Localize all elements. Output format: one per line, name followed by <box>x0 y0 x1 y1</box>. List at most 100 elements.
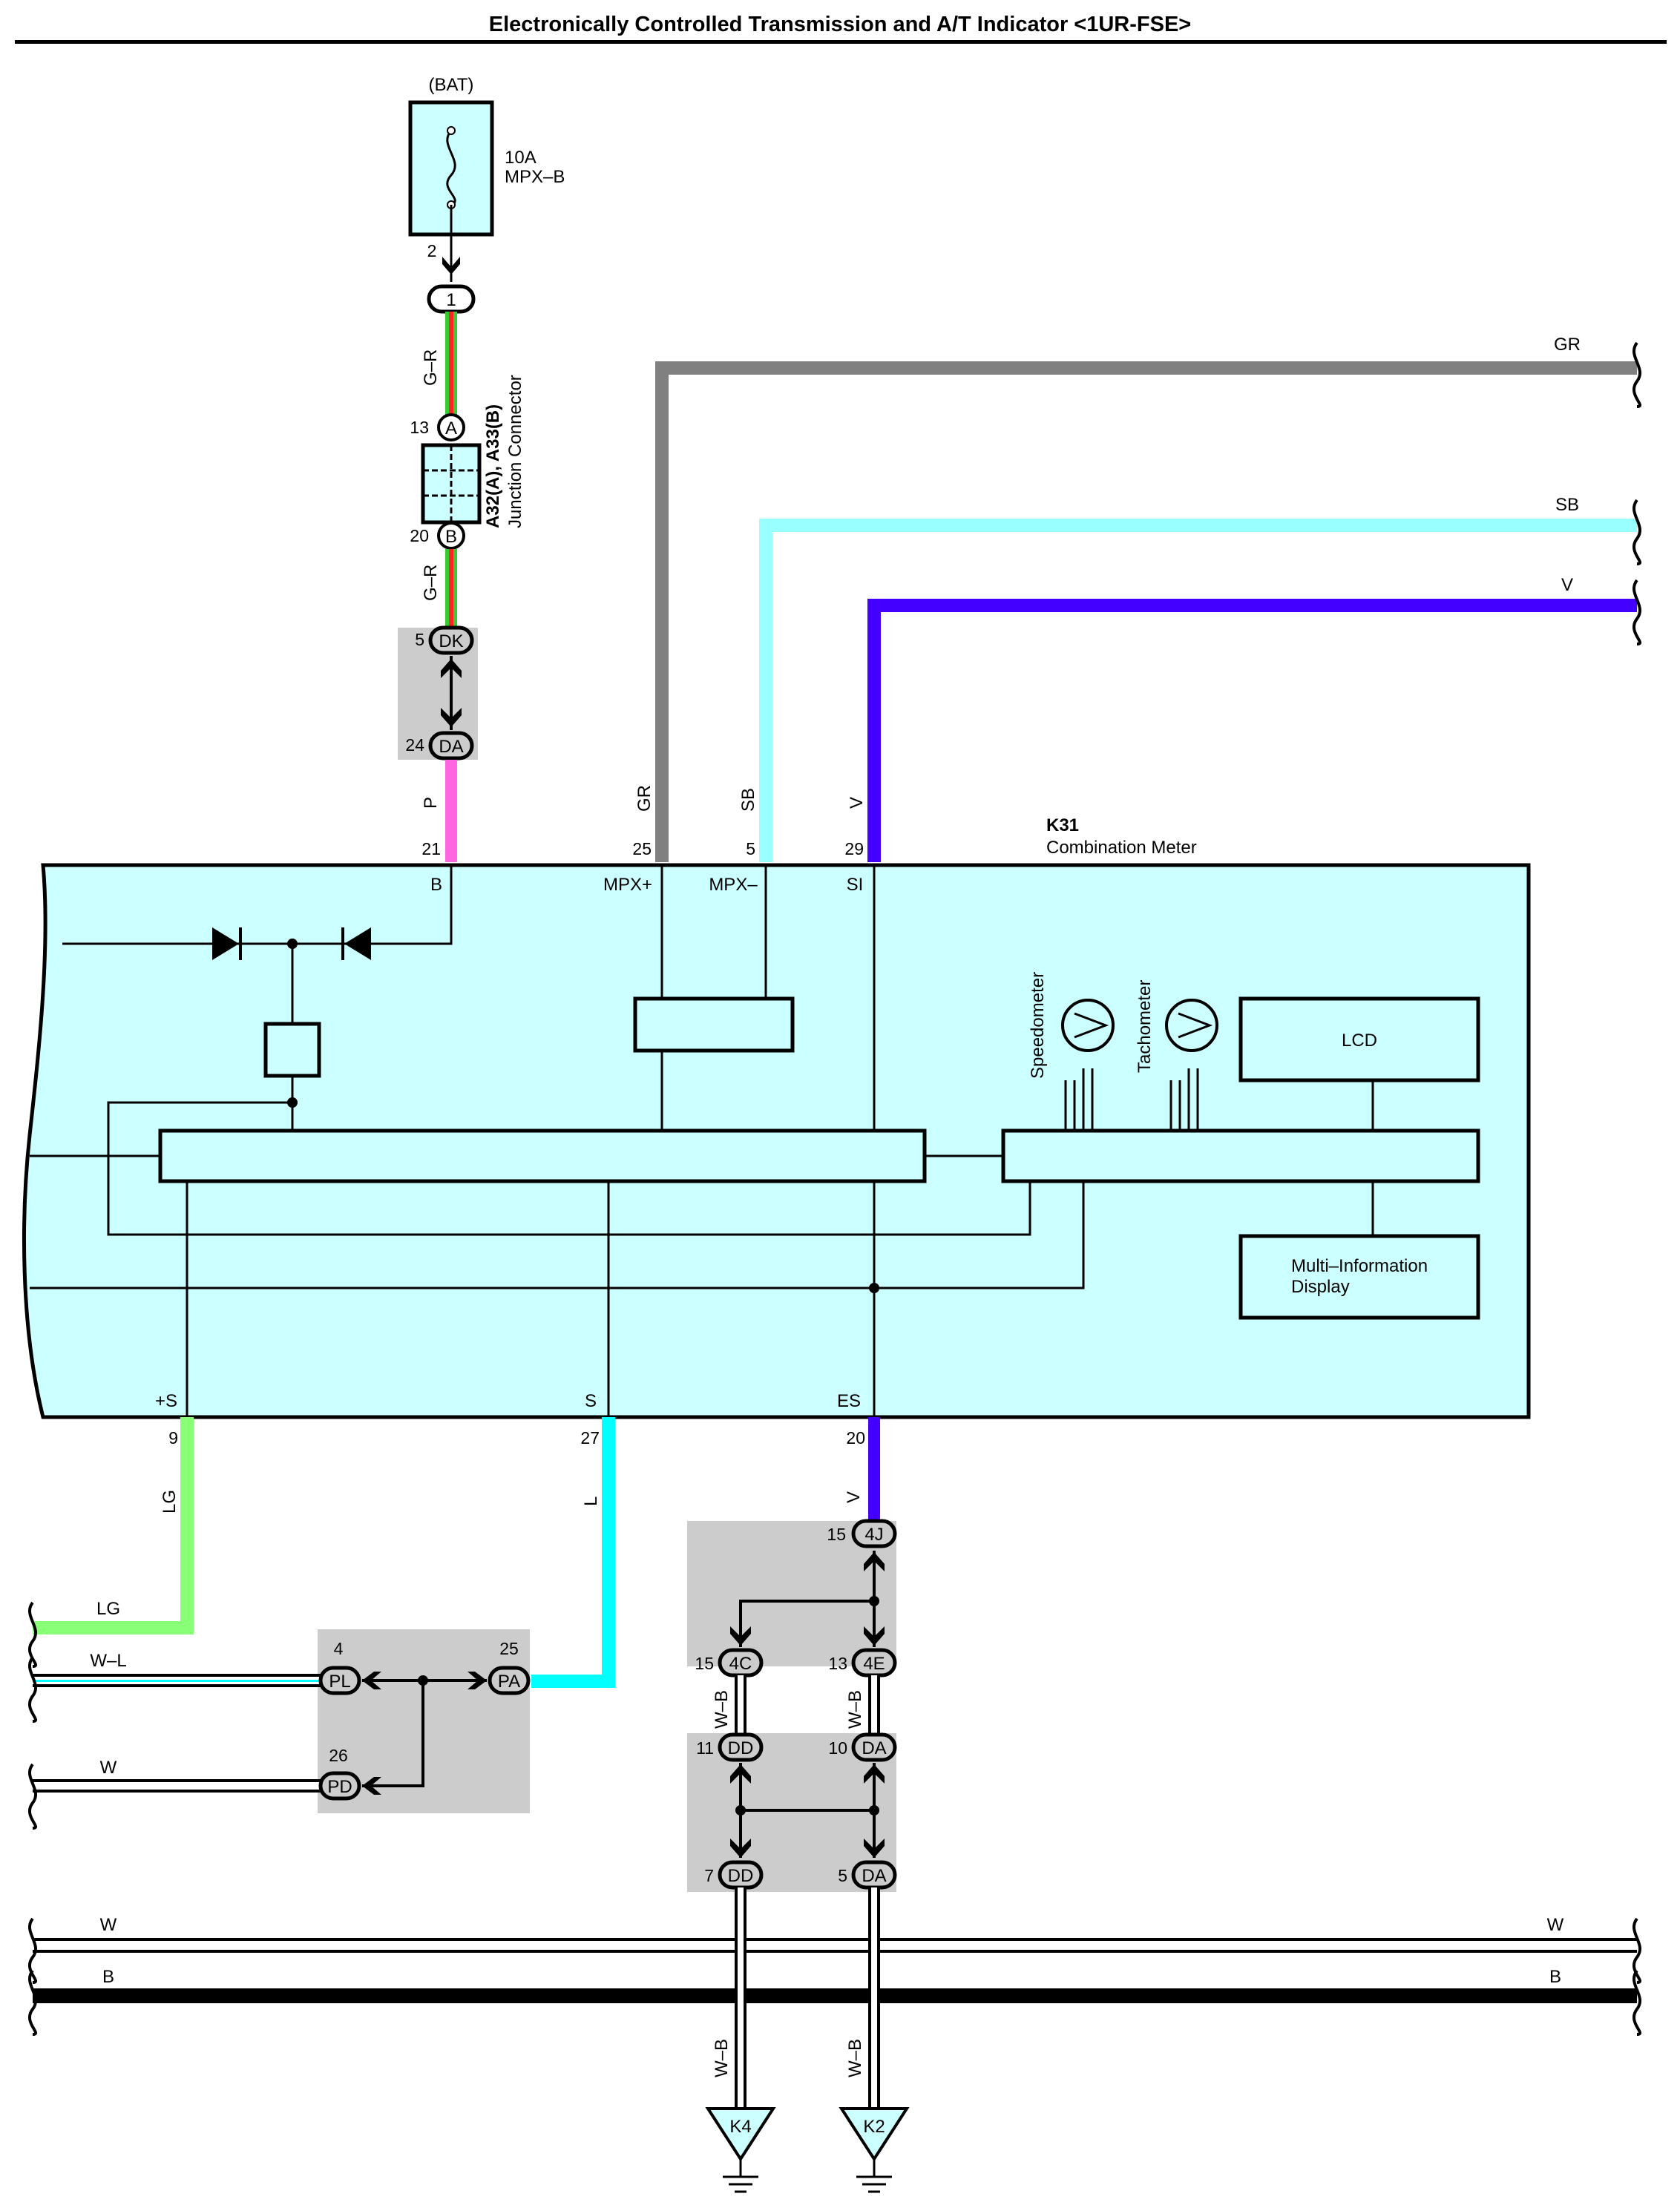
right-edge-label-w: W <box>1547 1915 1564 1935</box>
fuse-element <box>446 129 456 208</box>
break-mark-w-right-bus <box>1632 1917 1642 1984</box>
meter-top-pin-3-label: MPX– <box>709 875 758 895</box>
break-mark-w-left-bus <box>27 1917 38 1984</box>
wire-w-b-3 <box>735 1887 747 2112</box>
junction-pin-a-label: A <box>445 418 457 438</box>
break-mark-gr <box>1632 341 1642 408</box>
speedometer-label: Speedometer <box>1028 972 1048 1079</box>
break-mark-lg <box>27 1601 38 1668</box>
diode-right <box>341 927 371 960</box>
connector-1-label: 1 <box>446 290 456 310</box>
da2-pin-number: 5 <box>838 1866 847 1885</box>
junction-subtitle: Junction Connector <box>505 375 525 528</box>
fuse-name: MPX–B <box>505 167 565 187</box>
wire-l <box>531 1417 615 1688</box>
junction-pin-a-number: 13 <box>410 418 429 437</box>
wire-gr <box>655 361 1637 862</box>
junction-dot-3 <box>869 1283 879 1293</box>
4e-arrow <box>864 1626 885 1646</box>
break-mark-w-left <box>27 1763 38 1830</box>
4c-arrow <box>730 1626 751 1646</box>
page-title: Electronically Controlled Transmission a… <box>489 13 1191 36</box>
right-edge-label-b: B <box>1549 1967 1561 1987</box>
pa-arrow <box>467 1672 487 1689</box>
connector-dd-1-label: DD <box>728 1738 754 1758</box>
wire-w-b-2 <box>868 1675 880 1735</box>
meter-bottom-pin-1-label: +S <box>155 1391 177 1411</box>
4e-pin-number: 13 <box>828 1654 847 1673</box>
tachometer-gauge-icon <box>1165 999 1218 1052</box>
tachometer-label: Tachometer <box>1135 980 1155 1073</box>
connector-4j <box>851 1519 897 1548</box>
splice-p-dot <box>418 1675 428 1686</box>
right-edge-label-sb: SB <box>1555 495 1579 515</box>
meter-name: Combination Meter <box>1046 838 1197 858</box>
wire-g-r-lower <box>445 549 457 637</box>
wire-label-w-b-4: W–B <box>845 2039 865 2077</box>
wire-lg <box>33 1417 194 1634</box>
junction-pin-b-label: B <box>445 527 457 547</box>
meter-bottom-pin-2-number: 27 <box>580 1428 600 1448</box>
dk-pin-number: 5 <box>415 630 424 649</box>
connector-pa-label: PA <box>498 1672 520 1692</box>
fuse-terminal-top <box>447 126 456 135</box>
wire-label-l: L <box>581 1496 601 1506</box>
pd-pin-number: 26 <box>329 1746 348 1765</box>
da-pin-number: 24 <box>405 735 424 755</box>
4j-pin-number: 15 <box>827 1525 846 1544</box>
dd2-pin-number: 7 <box>704 1866 714 1885</box>
title-rule <box>15 40 1667 44</box>
right-edge-label-v: V <box>1561 575 1573 595</box>
wire-label-gr: GR <box>634 785 654 812</box>
pd-arrow <box>362 1777 381 1795</box>
break-mark-sb <box>1632 499 1642 565</box>
wire-v <box>867 599 1637 862</box>
pl-arrow <box>362 1672 381 1689</box>
junction-title: A32(A), A33(B) <box>483 404 503 528</box>
connector-da-2-label: DA <box>862 1866 886 1886</box>
left-edge-label-w: W <box>100 1758 117 1778</box>
connector-pd <box>318 1771 361 1801</box>
ground-k2-label: K2 <box>863 2117 885 2137</box>
splice-4-dot <box>869 1596 879 1606</box>
dk-arrow <box>441 659 462 678</box>
da1-arrow <box>864 1764 885 1784</box>
fuse-rating: 10A <box>505 148 537 168</box>
wire-label-w-b-2: W–B <box>845 1690 865 1729</box>
diode-left <box>212 927 242 960</box>
connector-da-top <box>428 731 474 760</box>
junction-dot-2 <box>287 1097 298 1108</box>
lcd-label: LCD <box>1342 1031 1377 1051</box>
meter-bottom-pin-3-number: 20 <box>846 1428 865 1448</box>
mid-label-line-1: Multi–Information <box>1291 1256 1428 1276</box>
connector-dd-2-label: DD <box>728 1866 754 1886</box>
bus-b <box>33 1988 1637 2003</box>
pl-pin-number: 4 <box>334 1639 344 1658</box>
wire-label-lg: LG <box>160 1490 180 1514</box>
wire-w-l <box>33 1674 321 1687</box>
break-mark-b-left-bus <box>27 1969 38 2036</box>
wire-p <box>445 760 457 862</box>
connector-da-1-label: DA <box>862 1738 886 1758</box>
dd1-pin-number: 11 <box>696 1738 714 1758</box>
wire-label-g-r-upper: G–R <box>421 349 441 386</box>
4j-arrow <box>864 1552 885 1571</box>
connector-pd-label: PD <box>327 1777 352 1797</box>
meter-bottom-pin-3-label: ES <box>837 1391 861 1411</box>
speedometer-gauge-icon <box>1061 999 1115 1052</box>
meter-bottom-pin-2-label: S <box>585 1391 597 1411</box>
right-edge-label-gr: GR <box>1554 335 1581 355</box>
wire-label-sb: SB <box>738 788 758 812</box>
connector-pl-label: PL <box>329 1672 350 1692</box>
connector-pl <box>318 1666 361 1695</box>
connector-4j-label: 4J <box>864 1525 883 1545</box>
bus-w <box>33 1938 1637 1953</box>
wire-v-bottom <box>868 1417 880 1519</box>
connector-pa <box>488 1666 531 1695</box>
fuse-pin-arrow <box>442 257 460 275</box>
connector-da-1 <box>851 1732 897 1762</box>
wire-w-left <box>33 1779 321 1793</box>
junction-pin-b <box>437 522 465 550</box>
mid-label-line-2: Display <box>1291 1277 1350 1297</box>
meter-top-pin-2-number: 25 <box>632 839 652 858</box>
